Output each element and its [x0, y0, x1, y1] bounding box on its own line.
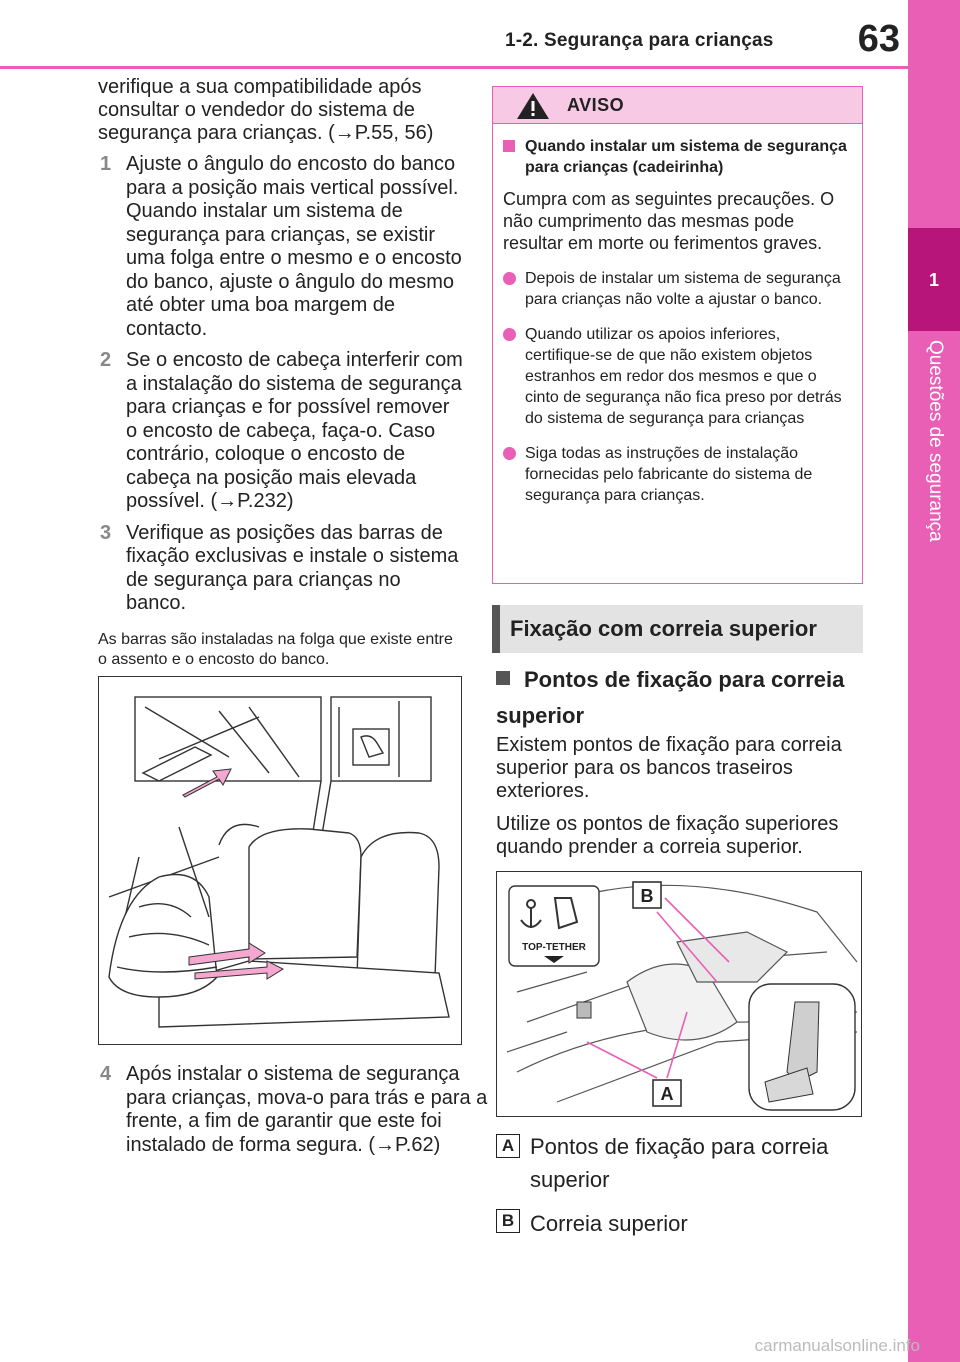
legend-key: A	[496, 1134, 520, 1158]
warning-title: AVISO	[567, 95, 625, 115]
section-title: 1-2. Segurança para crianças	[505, 30, 774, 51]
chapter-number-box	[908, 228, 960, 331]
callout-b-box	[632, 881, 662, 909]
warning-subheading-text: Quando instalar um sistema de segurança …	[525, 138, 847, 176]
intro-paragraph: verifique a sua compatibilidade após con…	[98, 76, 434, 144]
chapter-number: 1	[928, 270, 939, 290]
step-3: 3 Verifique as posições das barras de fi…	[98, 522, 464, 616]
step-number: 2	[100, 349, 112, 371]
header-divider	[0, 66, 908, 69]
top-tether-text: TOP-TETHER	[522, 942, 586, 953]
square-bullet-icon	[503, 140, 515, 152]
legend-key: B	[496, 1209, 520, 1233]
step-text: Após instalar o sistema de segurança par…	[126, 1063, 488, 1156]
step-4: 4 Após instalar o sistema de segurança p…	[98, 1063, 492, 1157]
step-text: Ajuste o ângulo do encosto do banco para…	[126, 153, 462, 340]
step-number: 3	[100, 521, 112, 544]
warning-item-text: Siga todas as instruções de instalação f…	[525, 445, 813, 504]
section-bar-accent	[492, 605, 500, 653]
section-heading-bar: Fixação com correia superior	[492, 605, 863, 653]
callout-b-label: B	[641, 886, 654, 906]
legend-text: Pontos de fixação para correia superior	[530, 1134, 829, 1192]
page-number: 63	[857, 18, 900, 60]
callout-a-box	[652, 1079, 682, 1107]
subheading-text: Pontos de fixação para correia superior	[496, 667, 845, 728]
installation-note: As barras são instaladas na folga que ex…	[98, 630, 453, 668]
warning-item: Quando utilizar os apoios inferiores, ce…	[503, 324, 852, 429]
square-bullet-icon	[496, 671, 510, 685]
seat-line-drawing	[108, 696, 450, 1028]
round-bullet-icon	[503, 272, 516, 285]
round-bullet-icon	[503, 447, 516, 460]
warning-subheading: Quando instalar um sistema de segurança …	[503, 136, 854, 178]
chapter-title: Questões de segurança	[925, 340, 946, 542]
step-1: 1 Ajuste o ângulo do encosto do banco pa…	[98, 153, 464, 341]
child-seat-installation-illustration	[98, 676, 462, 1045]
warning-item-text: Depois de instalar um sistema de seguran…	[525, 270, 841, 308]
step-text: Verifique as posições das barras de fixa…	[126, 521, 459, 615]
warning-header: AVISO	[493, 87, 862, 124]
section-heading: Fixação com correia superior	[510, 616, 817, 641]
warning-box: AVISO Quando instalar um sistema de segu…	[492, 86, 863, 584]
legend-item-b: B Correia superior	[496, 1207, 866, 1240]
round-bullet-icon	[503, 328, 516, 341]
warning-text: Cumpra com as seguintes precauções. O nã…	[503, 189, 835, 253]
chapter-side-tab	[908, 0, 960, 1362]
callout-a-label: A	[661, 1084, 674, 1104]
tether-line-drawing: TOP-TETHER B A	[506, 881, 858, 1111]
legend-item-a: A Pontos de fixação para correia superio…	[496, 1130, 866, 1196]
warning-item: Depois de instalar um sistema de seguran…	[503, 268, 852, 310]
section-body: Existem pontos de fixação para correia s…	[496, 734, 864, 859]
watermark: carmanualsonline.info	[754, 1336, 920, 1355]
legend-text: Correia superior	[530, 1211, 688, 1236]
top-tether-badge	[508, 885, 600, 967]
section-paragraph: Utilize os pontos de fixação superiores …	[496, 813, 839, 858]
step-number: 1	[100, 153, 112, 175]
step-text: Se o encosto de cabeça interferir com a …	[126, 349, 463, 512]
subheading: Pontos de fixação para correia superior	[496, 662, 866, 734]
step-2: 2 Se o encosto de cabeça interferir com …	[98, 349, 464, 514]
left-column: verifique a sua compatibilidade após con…	[98, 76, 464, 670]
top-tether-anchor-illustration: TOP-TETHER B A	[496, 871, 862, 1117]
warning-triangle-icon	[517, 93, 549, 119]
section-paragraph: Existem pontos de fixação para correia s…	[496, 734, 842, 802]
warning-item-text: Quando utilizar os apoios inferiores, ce…	[525, 326, 842, 427]
step-number: 4	[100, 1063, 112, 1085]
warning-item: Siga todas as instruções de instalação f…	[503, 443, 852, 506]
